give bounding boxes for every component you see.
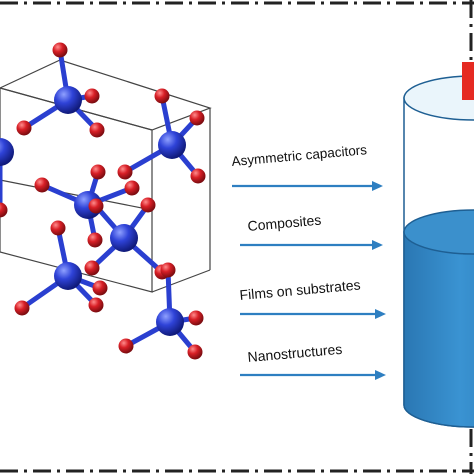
label-composites: Composites [247,212,322,234]
oxygen-atom [90,164,106,180]
cylinder-text-line2: cap [432,172,467,197]
red-marker [462,62,474,100]
oxygen-atom [16,120,32,136]
crystal-structure [0,42,212,360]
label-asymmetric: Asymmetric capacitors [231,142,368,169]
metal-atom [54,86,82,114]
oxygen-atom [14,300,30,316]
atoms [0,42,206,360]
oxygen-atom [0,202,8,218]
oxygen-atom [84,260,100,276]
arrow-asymmetric [232,181,383,191]
oxygen-atom [88,198,104,214]
oxygen-atom [92,280,108,296]
arrows [232,181,386,380]
oxygen-atom [118,338,134,354]
metal-atom [110,224,138,252]
oxygen-atom [88,297,104,313]
arrow-films [240,309,386,319]
oxygen-atom [154,88,170,104]
oxygen-atom [34,177,50,193]
metal-atom [158,131,186,159]
cylinder-top [403,75,474,121]
oxygen-atom [50,220,66,236]
cylinder-fill-surface [403,209,474,255]
oxygen-atom [190,168,206,184]
label-nanostructures: Nanostructures [247,341,343,365]
oxygen-atom [189,110,205,126]
arrow-composites [240,240,383,250]
oxygen-atom [84,88,100,104]
oxygen-atom [52,42,68,58]
oxygen-atom [140,197,156,213]
cylinder-text-line1: Elec [432,140,474,165]
oxygen-atom [188,310,204,326]
oxygen-atom [160,262,176,278]
oxygen-atom [187,344,203,360]
cylinder-filled-body [403,231,474,428]
oxygen-atom [87,232,103,248]
oxygen-atom [124,180,140,196]
oxygen-atom [117,164,133,180]
arrow-nanostructures [240,370,386,380]
metal-atom [54,262,82,290]
capacitor-cylinder: Elec cap [403,62,474,428]
metal-atom [156,308,184,336]
label-films: Films on substrates [239,276,361,303]
oxygen-atom [89,122,105,138]
unit-cell-box [0,59,212,293]
metal-atom [0,138,14,166]
